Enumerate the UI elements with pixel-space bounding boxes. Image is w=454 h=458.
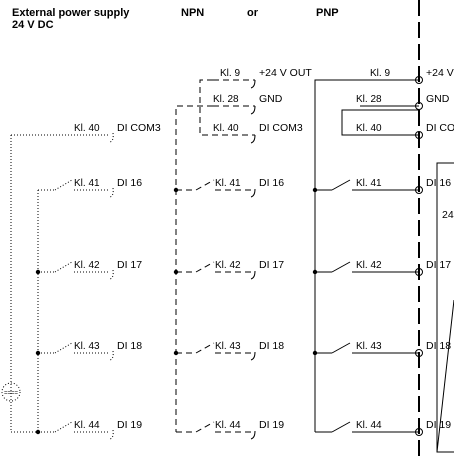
npn-signal-label-di16: DI 16	[259, 177, 284, 189]
npn-term-label-di16: Kl. 41	[215, 178, 241, 189]
module-diagonal	[436, 299, 454, 453]
ext-term-label-di17: Kl. 42	[74, 260, 100, 271]
npn-signal-label-di18: DI 18	[259, 340, 284, 352]
npn-out-label: +24 V OUT	[259, 67, 312, 79]
npn-com-label: DI COM3	[259, 122, 303, 134]
pnp-term-label-di17: Kl. 42	[356, 260, 382, 271]
ext-row-di16: Kl. 41 DI 16	[38, 177, 142, 198]
ext-kl40-label: Kl. 40	[74, 123, 100, 134]
pnp-gnd-label: GND	[426, 93, 450, 105]
ext-switch-di18	[54, 342, 73, 354]
ext-row-di18: Kl. 43 DI 18	[35, 340, 142, 361]
header-external-supply-line2: 24 V DC	[12, 19, 54, 31]
npn-term-label-di18: Kl. 43	[215, 341, 241, 352]
npn-hook-di18	[250, 351, 256, 361]
pnp-term-label-di16: Kl. 41	[356, 178, 382, 189]
npn-row-di17: Kl. 42 DI 17	[173, 259, 284, 280]
ext-switch-di19	[54, 421, 73, 433]
npn-row-di18: Kl. 43 DI 18	[173, 340, 284, 361]
ext-com-hook	[109, 132, 114, 143]
pnp-row-di17: Kl. 42 DI 17	[312, 259, 451, 276]
module-label: 24	[442, 209, 454, 221]
ext-row-di17: Kl. 42 DI 17	[35, 259, 142, 280]
ext-hook-di17	[109, 269, 114, 280]
pnp-signal-label-di18: DI 18	[426, 340, 451, 352]
npn-switch-di17	[195, 261, 215, 273]
pnp-kl40-label: Kl. 40	[356, 123, 382, 134]
npn-kl28-label: Kl. 28	[213, 94, 239, 105]
header-or: or	[247, 7, 259, 19]
ext-switch-di16	[54, 179, 73, 191]
npn-hook-di16	[250, 188, 256, 198]
ext-signal-label-di19: DI 19	[117, 419, 142, 431]
npn-gnd-label: GND	[259, 93, 283, 105]
npn-out-com-bridge	[199, 79, 255, 136]
pnp-signal-label-di16: DI 16	[426, 177, 451, 189]
npn-term-label-di19: Kl. 44	[215, 420, 241, 431]
supply-symbol-text: ====	[4, 391, 19, 397]
ext-signal-label-di17: DI 17	[117, 259, 142, 271]
header-npn: NPN	[181, 7, 204, 19]
pnp-gnd-com-bridge	[341, 109, 419, 136]
npn-switch-di18	[195, 342, 215, 354]
ext-com-label: DI COM3	[117, 122, 161, 134]
npn-row-di19: Kl. 44 DI 19	[176, 419, 284, 440]
header-external-supply-line1: External power supply	[12, 7, 130, 19]
ext-switch-di17	[54, 261, 73, 273]
pnp-row-di18: Kl. 43 DI 18	[312, 340, 451, 357]
ext-hook-di19	[109, 429, 114, 440]
pnp-terminal-di17	[415, 268, 423, 276]
header-pnp: PNP	[316, 7, 339, 19]
npn-kl40-label: Kl. 40	[213, 123, 239, 134]
ext-row-di19: Kl. 44 DI 19	[35, 419, 142, 440]
module-box	[436, 162, 454, 453]
ext-term-label-di19: Kl. 44	[74, 420, 100, 431]
ext-hook-di18	[109, 350, 114, 361]
pnp-terminal-di19	[415, 428, 423, 436]
pnp-kl9-label: Kl. 9	[370, 68, 390, 79]
pnp-term-label-di18: Kl. 43	[356, 341, 382, 352]
npn-switch-di19	[195, 421, 215, 433]
pnp-switch-di17	[331, 261, 351, 273]
npn-signal-label-di17: DI 17	[259, 259, 284, 271]
pnp-switch-di18	[331, 342, 351, 354]
npn-kl9-hook	[250, 79, 256, 89]
pnp-row-di19: Kl. 44 DI 19	[315, 419, 451, 436]
pnp-kl9-terminal	[415, 76, 423, 84]
npn-kl28-hook	[250, 105, 256, 115]
ext-hook-di16	[109, 187, 114, 198]
pnp-kl28-label: Kl. 28	[356, 94, 382, 105]
npn-kl40-hook	[250, 134, 256, 144]
ext-signal-label-di16: DI 16	[117, 177, 142, 189]
ext-supply-rail	[10, 135, 38, 433]
npn-row-di16: Kl. 41 DI 16	[173, 177, 284, 198]
ext-term-label-di18: Kl. 43	[74, 341, 100, 352]
pnp-row-di16: Kl. 41 DI 16	[312, 177, 451, 194]
npn-kl9-label: Kl. 9	[220, 68, 240, 79]
pnp-out-label: +24 V OUT	[426, 67, 454, 79]
npn-term-label-di17: Kl. 42	[215, 260, 241, 271]
pnp-term-label-di19: Kl. 44	[356, 420, 382, 431]
pnp-signal-label-di19: DI 19	[426, 419, 451, 431]
npn-hook-di19	[250, 430, 256, 440]
npn-gnd-rail	[175, 105, 213, 432]
ext-term-label-di16: Kl. 41	[74, 178, 100, 189]
pnp-switch-di16	[331, 179, 351, 191]
pnp-switch-di19	[331, 421, 351, 433]
ext-signal-label-di18: DI 18	[117, 340, 142, 352]
npn-signal-label-di19: DI 19	[259, 419, 284, 431]
pnp-signal-label-di17: DI 17	[426, 259, 451, 271]
npn-switch-di16	[195, 179, 215, 191]
pnp-terminal-di16	[415, 186, 423, 194]
pnp-com-label: DI COM3	[426, 122, 454, 134]
pnp-kl40-terminal	[415, 131, 423, 139]
npn-hook-di17	[250, 270, 256, 280]
pnp-terminal-di18	[415, 349, 423, 357]
supply-symbol-icon	[1, 382, 21, 402]
